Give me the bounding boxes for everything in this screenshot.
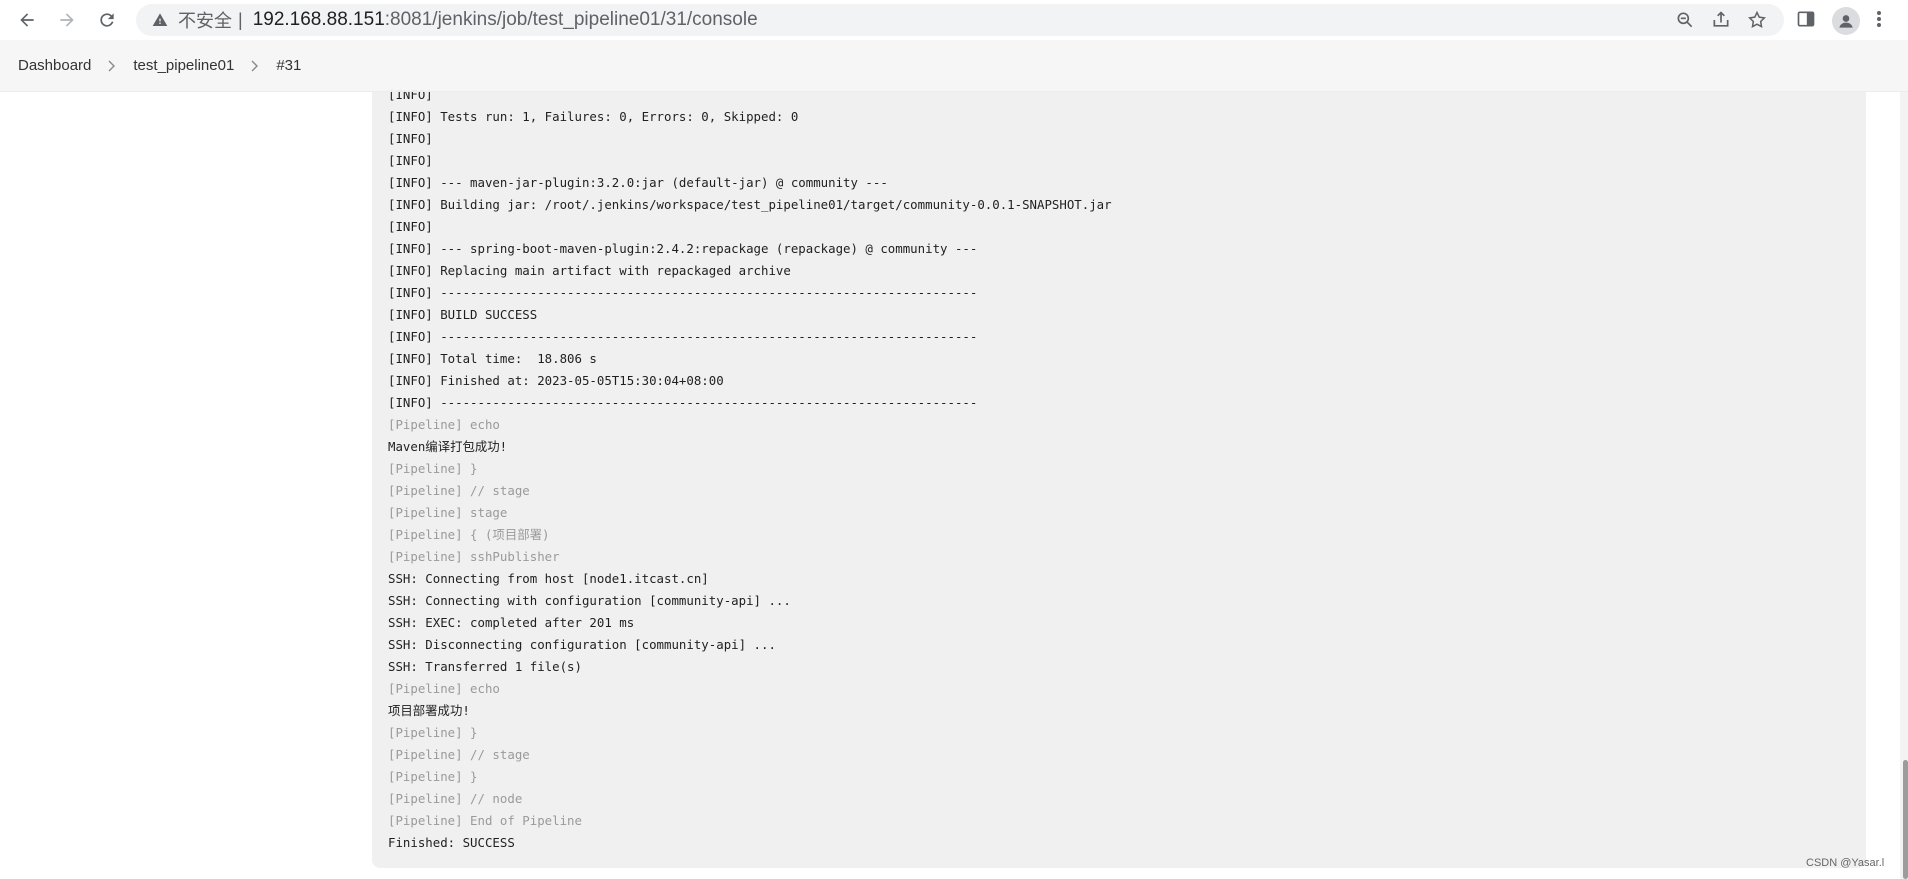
console-line: [INFO] ---------------------------------… xyxy=(388,329,978,344)
console-line: [Pipeline] { (项目部署) xyxy=(388,527,550,542)
reload-button[interactable] xyxy=(94,7,120,33)
console-output: [INFO] [INFO] Tests run: 1, Failures: 0, … xyxy=(372,50,1866,868)
console-line: 项目部署成功! xyxy=(388,703,470,718)
breadcrumb-job[interactable]: test_pipeline01 xyxy=(133,57,235,74)
url-host: 192.168.88.151 xyxy=(252,9,385,30)
warning-icon xyxy=(150,10,170,30)
url-path: :8081/jenkins/job/test_pipeline01/31/con… xyxy=(384,9,758,30)
forward-button[interactable] xyxy=(54,7,80,33)
omnibox-actions xyxy=(1674,9,1768,31)
browser-menu-icon[interactable] xyxy=(1876,9,1882,34)
console-line: [Pipeline] // node xyxy=(388,791,523,806)
console-line: [Pipeline] echo xyxy=(388,417,500,432)
console-line: [INFO] Finished at: 2023-05-05T15:30:04+… xyxy=(388,373,724,388)
console-line: Finished: SUCCESS xyxy=(388,835,515,850)
profile-avatar[interactable] xyxy=(1832,7,1860,35)
browser-toolbar: 不安全 | 192.168.88.151 :8081/jenkins/job/t… xyxy=(0,0,1908,40)
scrollbar-track[interactable] xyxy=(1900,40,1908,879)
chevron-right-icon xyxy=(105,59,119,73)
arrow-left-icon xyxy=(20,13,34,27)
back-button[interactable] xyxy=(14,7,40,33)
console-line: Maven编译打包成功! xyxy=(388,439,508,454)
watermark: CSDN @Yasar.l xyxy=(1806,857,1885,869)
console-line: [INFO] Total time: 18.806 s xyxy=(388,351,597,366)
console-line: [INFO] xyxy=(388,131,433,146)
share-icon[interactable] xyxy=(1710,9,1732,31)
console-line: [Pipeline] } xyxy=(388,461,478,476)
console-line: [INFO] --- maven-jar-plugin:3.2.0:jar (d… xyxy=(388,175,888,190)
breadcrumb: Dashboard test_pipeline01 #31 xyxy=(0,40,1908,92)
url-separator: | xyxy=(238,9,243,30)
console-line: SSH: Connecting with configuration [comm… xyxy=(388,593,791,608)
console-line: SSH: Disconnecting configuration [commun… xyxy=(388,637,776,652)
bookmark-star-icon[interactable] xyxy=(1746,9,1768,31)
console-line: SSH: EXEC: completed after 201 ms xyxy=(388,615,635,630)
browser-right-actions xyxy=(1796,7,1882,35)
side-panel-icon[interactable] xyxy=(1796,9,1816,34)
console-line: [Pipeline] } xyxy=(388,769,478,784)
console-line: [INFO] ---------------------------------… xyxy=(388,285,978,300)
console-line: [Pipeline] } xyxy=(388,725,478,740)
console-line: [INFO] Replacing main artifact with repa… xyxy=(388,263,791,278)
console-line: [Pipeline] // stage xyxy=(388,747,530,762)
address-bar[interactable]: 不安全 | 192.168.88.151 :8081/jenkins/job/t… xyxy=(136,4,1784,36)
console-line: [INFO] xyxy=(388,219,433,234)
console-line: [INFO] Tests run: 1, Failures: 0, Errors… xyxy=(388,109,799,124)
console-line: [Pipeline] End of Pipeline xyxy=(388,813,582,828)
console-line: [Pipeline] // stage xyxy=(388,483,530,498)
console-line: [INFO] --- spring-boot-maven-plugin:2.4.… xyxy=(388,241,978,256)
reload-icon xyxy=(100,13,114,27)
console-line: [Pipeline] sshPublisher xyxy=(388,549,560,564)
security-label[interactable]: 不安全 xyxy=(178,11,232,31)
console-line: SSH: Connecting from host [node1.itcast.… xyxy=(388,571,709,586)
zoom-icon[interactable] xyxy=(1674,9,1696,31)
console-line: SSH: Transferred 1 file(s) xyxy=(388,659,582,674)
console-line: [INFO] ---------------------------------… xyxy=(388,395,978,410)
arrow-right-icon xyxy=(60,13,74,27)
console-line: [INFO] Building jar: /root/.jenkins/work… xyxy=(388,197,1112,212)
breadcrumb-build[interactable]: #31 xyxy=(276,57,302,74)
console-line: [INFO] BUILD SUCCESS xyxy=(388,307,538,322)
console-line: [Pipeline] echo xyxy=(388,681,500,696)
breadcrumb-dashboard[interactable]: Dashboard xyxy=(18,57,92,74)
scrollbar-thumb[interactable] xyxy=(1903,760,1908,879)
chevron-right-icon xyxy=(248,59,262,73)
console-line: [INFO] xyxy=(388,153,433,168)
console-line: [Pipeline] stage xyxy=(388,505,508,520)
